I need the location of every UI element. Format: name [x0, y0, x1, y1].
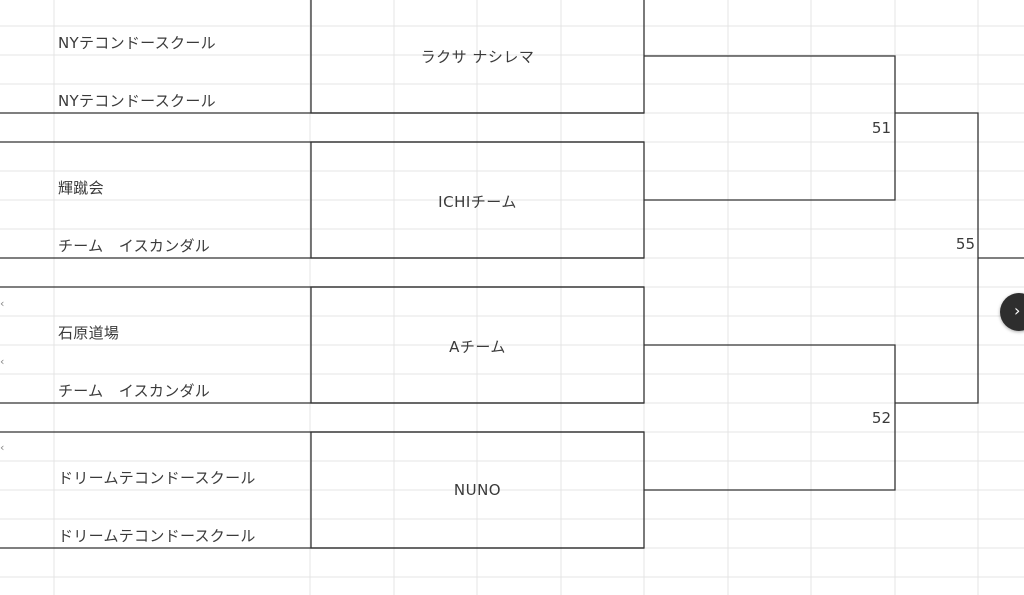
team-name: ICHIチーム	[438, 193, 517, 211]
match-number-55: 55	[955, 235, 975, 253]
match-number-51: 51	[871, 119, 891, 137]
match-number-52: 52	[871, 409, 891, 427]
club-name: 輝蹴会	[58, 179, 104, 197]
club-name: ドリームテコンドースクール	[58, 527, 256, 545]
club-name: チーム イスカンダル	[58, 382, 211, 400]
row-marker: ‹	[0, 297, 5, 310]
next-page-button[interactable]: ›	[1000, 293, 1024, 331]
club-name: NYテコンドースクール	[58, 34, 216, 52]
club-name: NYテコンドースクール	[58, 92, 216, 110]
club-name: 石原道場	[58, 324, 120, 342]
club-name: ドリームテコンドースクール	[58, 469, 256, 487]
row-marker: ‹	[0, 355, 5, 368]
row-marker: ‹	[0, 441, 5, 454]
team-name: Aチーム	[449, 338, 506, 356]
chevron-right-icon: ›	[1014, 301, 1021, 320]
team-name: NUNO	[453, 481, 502, 499]
bracket-line-51	[644, 55, 896, 201]
club-name: チーム イスカンダル	[58, 237, 211, 255]
team-name: ラクサ ナシレマ	[420, 48, 535, 66]
bracket-line-52	[644, 344, 896, 491]
